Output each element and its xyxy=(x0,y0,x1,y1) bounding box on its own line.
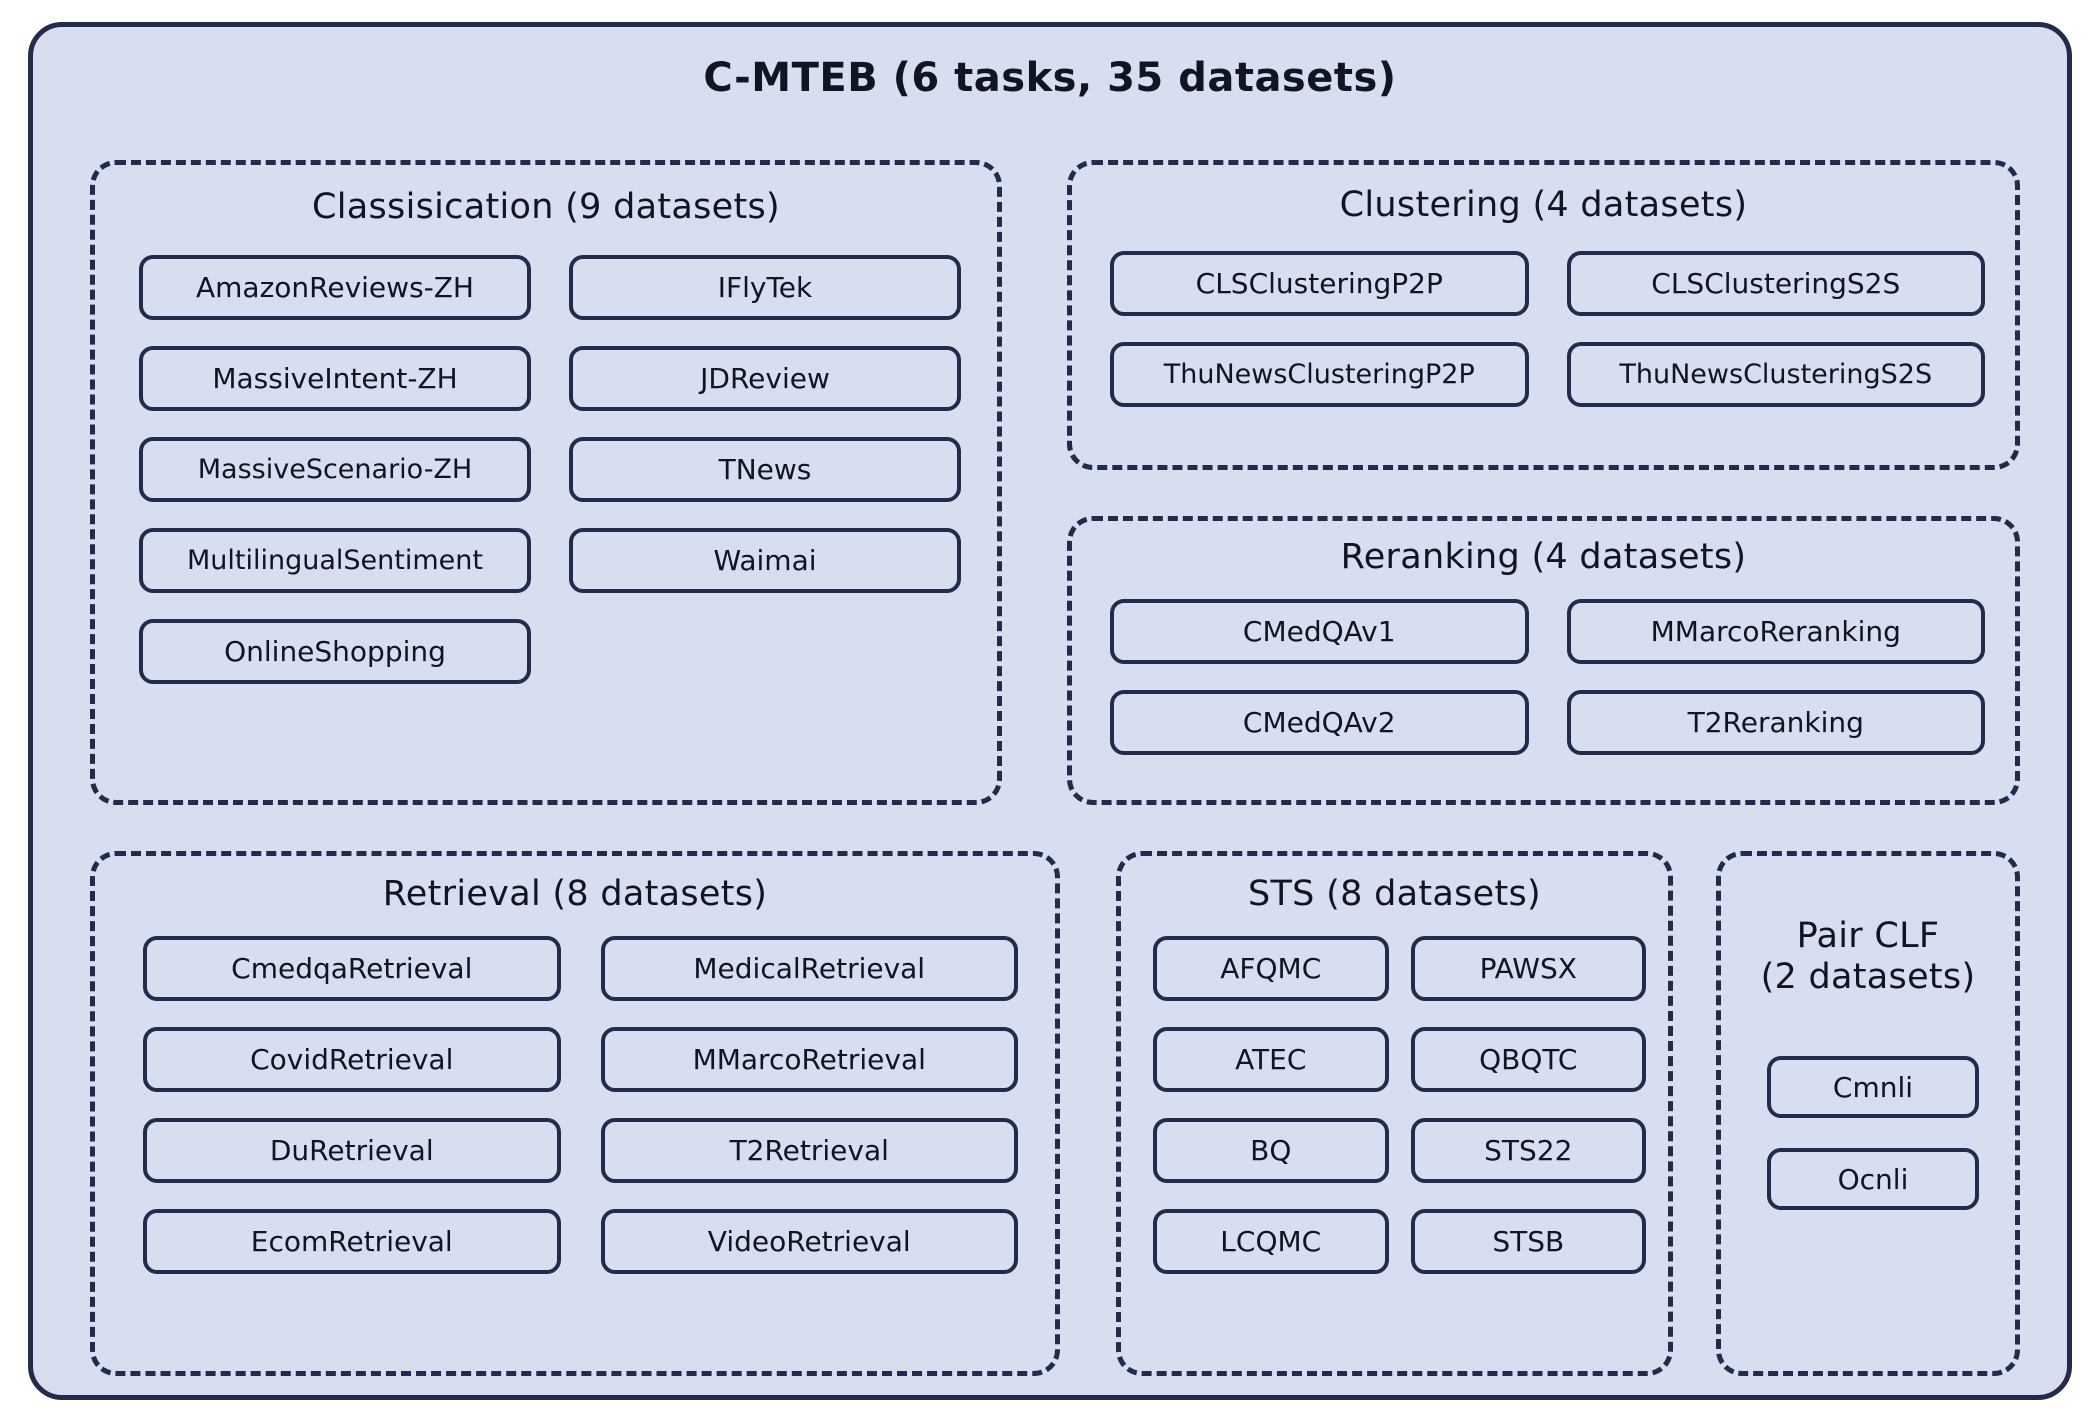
task-group-title-sts: STS (8 datasets) xyxy=(1247,874,1541,914)
dataset-chip[interactable]: STSB xyxy=(1410,1209,1646,1274)
dataset-chip[interactable]: ThuNewsClusteringS2S xyxy=(1566,342,1985,407)
dataset-chip[interactable]: MultilingualSentiment xyxy=(139,528,531,593)
dataset-chip[interactable]: IFlyTek xyxy=(569,255,961,320)
dataset-chip[interactable]: CMedQAv2 xyxy=(1110,690,1529,755)
dataset-chip[interactable]: CLSClusteringP2P xyxy=(1110,251,1529,316)
dataset-chip[interactable]: JDReview xyxy=(569,346,961,411)
task-group-title-retrieval: Retrieval (8 datasets) xyxy=(382,874,768,914)
task-group-title-pair-clf: Pair CLF(2 datasets) xyxy=(1760,916,1976,998)
task-group-sts: STS (8 datasets) AFQMC PAWSX ATEC QBQTC BQ ST… xyxy=(1116,851,1673,1376)
dataset-chip[interactable]: QBQTC xyxy=(1410,1027,1646,1092)
dataset-chip[interactable]: AmazonReviews-ZH xyxy=(139,255,531,320)
task-group-classification: Classisication (9 datasets) AmazonReview… xyxy=(90,160,1002,805)
dataset-chip[interactable]: Cmnli xyxy=(1767,1056,1979,1118)
dataset-chip[interactable]: STS22 xyxy=(1410,1118,1646,1183)
task-group-clustering: Clustering (4 datasets) CLSClusteringP2P… xyxy=(1067,160,2020,470)
dataset-chip[interactable]: MassiveIntent-ZH xyxy=(139,346,531,411)
dataset-chip[interactable]: Waimai xyxy=(569,528,961,593)
dataset-chip[interactable]: MedicalRetrieval xyxy=(600,936,1018,1001)
dataset-chip[interactable]: MMarcoReranking xyxy=(1566,599,1985,664)
dataset-chip[interactable]: TNews xyxy=(569,437,961,502)
task-group-reranking: Reranking (4 datasets) CMedQAv1 MMarcoRer… xyxy=(1067,516,2020,805)
dataset-chip[interactable]: T2Reranking xyxy=(1566,690,1985,755)
dataset-chip[interactable]: Ocnli xyxy=(1767,1148,1979,1210)
dataset-chip[interactable]: OnlineShopping xyxy=(139,619,531,684)
task-group-title-clustering: Clustering (4 datasets) xyxy=(1339,185,1748,225)
dataset-chip[interactable]: ATEC xyxy=(1153,1027,1389,1092)
dataset-chip[interactable]: CMedQAv1 xyxy=(1110,599,1529,664)
dataset-chip[interactable]: CmedqaRetrieval xyxy=(143,936,561,1001)
dataset-grid-clustering: CLSClusteringP2P CLSClusteringS2S ThuNewsC… xyxy=(1110,251,1985,407)
dataset-chip[interactable]: PAWSX xyxy=(1410,936,1646,1001)
dataset-chip[interactable]: AFQMC xyxy=(1153,936,1389,1001)
dataset-chip[interactable]: T2Retrieval xyxy=(600,1118,1018,1183)
dataset-chip[interactable]: VideoRetrieval xyxy=(600,1209,1018,1274)
dataset-chip[interactable]: MMarcoRetrieval xyxy=(600,1027,1018,1092)
dataset-chip[interactable]: ThuNewsClusteringP2P xyxy=(1110,342,1529,407)
dataset-chip[interactable]: CLSClusteringS2S xyxy=(1566,251,1985,316)
dataset-chip[interactable]: CovidRetrieval xyxy=(143,1027,561,1092)
dataset-chip[interactable]: LCQMC xyxy=(1153,1209,1389,1274)
task-group-title-classification: Classisication (9 datasets) xyxy=(312,187,780,227)
task-group-retrieval: Retrieval (8 datasets) CmedqaRetrieval Me… xyxy=(90,851,1060,1376)
dataset-chip[interactable]: EcomRetrieval xyxy=(143,1209,561,1274)
dataset-chip[interactable]: MassiveScenario-ZH xyxy=(139,437,531,502)
task-group-title-reranking: Reranking (4 datasets) xyxy=(1340,537,1747,577)
c-mteb-benchmark-panel: C-MTEB (6 tasks, 35 datasets) Classisica… xyxy=(28,22,2072,1400)
dataset-chip[interactable]: DuRetrieval xyxy=(143,1118,561,1183)
benchmark-title: C-MTEB (6 tasks, 35 datasets) xyxy=(703,55,1397,101)
dataset-chip[interactable]: BQ xyxy=(1153,1118,1389,1183)
